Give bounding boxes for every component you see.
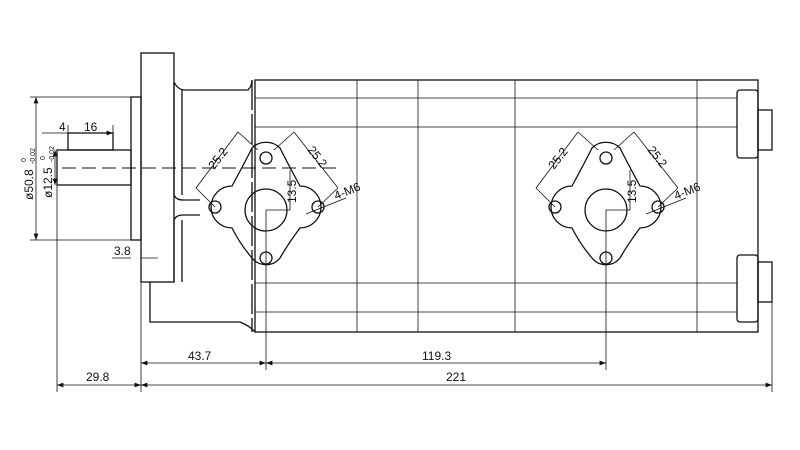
pilot-tol-upper: 0 (21, 158, 28, 162)
port-offset-dim: 43.7 (188, 349, 212, 363)
right-bolt-spacing-b: 25.2 (645, 143, 671, 170)
overall-length-dim: 221 (446, 370, 466, 384)
left-bore-offset: 13.5 (285, 179, 299, 203)
shaft-tol-lower: -0.02 (49, 146, 56, 162)
pilot-diameter-label: ø50.8 0 -0.02 (21, 148, 37, 200)
pilot-tol-lower: -0.02 (30, 148, 37, 164)
key-length-dim: 16 (84, 120, 98, 134)
pilot-depth-dim: 3.8 (114, 244, 131, 258)
right-bolt-spacing-a: 25.2 (545, 145, 571, 172)
pump-body (254, 79, 773, 333)
dimension-lines (30, 96, 773, 392)
port-spacing-dim: 119.3 (422, 349, 451, 363)
mounting-flange (140, 52, 256, 333)
right-bore-offset: 13.5 (625, 179, 639, 203)
pilot-diameter: ø50.8 (22, 169, 36, 200)
left-bolt-spacing-b: 25.2 (305, 143, 331, 170)
shaft-tol-upper: 0 (40, 156, 47, 160)
shaft-diameter-label: ø12.5 0 -0.02 (40, 146, 56, 198)
left-thread-spec: 4-M6 (332, 179, 363, 202)
shaft-length-dim: 29.8 (86, 370, 110, 384)
shaft-diameter: ø12.5 (41, 167, 55, 198)
key-offset-dim: 4 (59, 120, 66, 134)
right-thread-spec: 4-M6 (672, 179, 703, 202)
